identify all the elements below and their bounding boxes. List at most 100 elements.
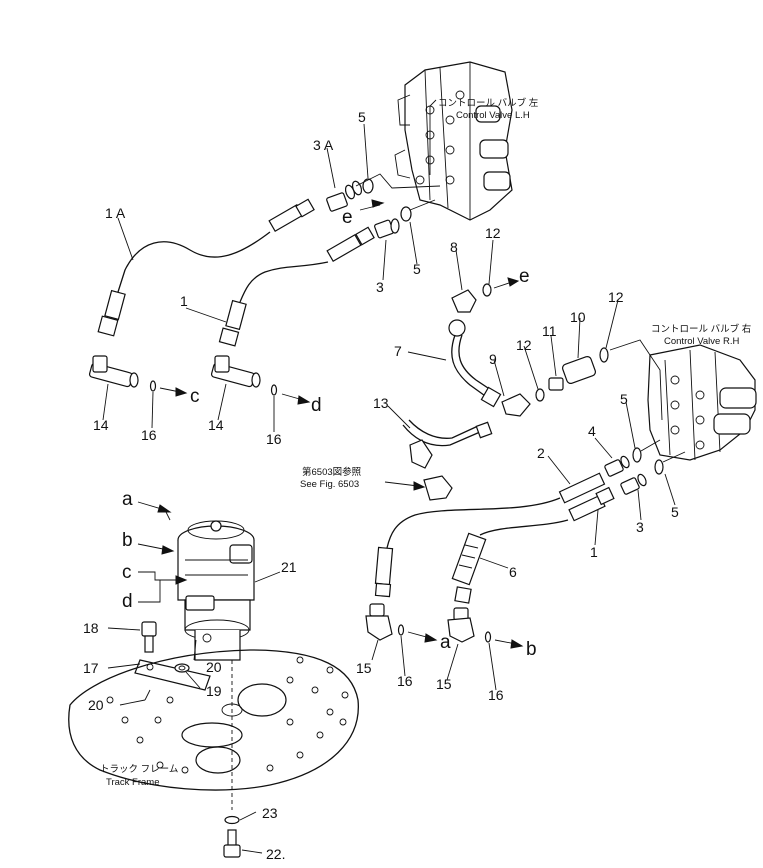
part-label-3-left: 3 bbox=[376, 279, 384, 295]
control-valve-rh bbox=[647, 344, 757, 461]
part-label-5-r1: 5 bbox=[620, 391, 628, 407]
part-label-16-2: 16 bbox=[266, 431, 282, 447]
connection-letter-labels: e e c d a b c d a b bbox=[122, 207, 537, 660]
letter-e-top: e bbox=[342, 207, 353, 228]
part-label-8: 8 bbox=[450, 239, 458, 255]
part-label-20-b: 20 bbox=[88, 697, 104, 713]
tube-7 bbox=[451, 334, 502, 408]
part-label-3a: 3 A bbox=[313, 137, 334, 153]
o-ring-5-r1 bbox=[632, 447, 642, 463]
part-label-6: 6 bbox=[509, 564, 517, 580]
part-label-12-right: 12 bbox=[608, 289, 624, 305]
o-ring-16-c bbox=[149, 380, 157, 392]
hose-6 bbox=[451, 532, 487, 604]
elbow-8 bbox=[448, 289, 477, 337]
o-ring-16-b bbox=[484, 631, 492, 643]
letter-c-in: c bbox=[122, 562, 132, 583]
part-label-7: 7 bbox=[394, 343, 402, 359]
o-ring-5-r2 bbox=[654, 459, 664, 475]
block-see-fig-6503 bbox=[423, 475, 453, 501]
connector-3-right bbox=[620, 473, 647, 495]
part-label-23: 23 bbox=[262, 805, 278, 821]
hose-1-upper bbox=[218, 226, 375, 347]
tube-13 bbox=[402, 419, 493, 469]
hose-1a bbox=[97, 198, 315, 337]
part-label-3-right: 3 bbox=[636, 519, 644, 535]
letter-d-in: d bbox=[122, 591, 133, 612]
part-label-1a: 1 A bbox=[105, 205, 126, 221]
hose-1-lower bbox=[479, 486, 615, 536]
part-label-14-left: 14 bbox=[93, 417, 109, 433]
part-number-labels: 1 A 3 A 5 3 5 8 12 1 7 9 12 11 10 12 13 … bbox=[83, 109, 679, 862]
bolt-22 bbox=[223, 829, 241, 858]
part-label-9: 9 bbox=[489, 351, 497, 367]
connector-3a bbox=[326, 180, 363, 212]
see-fig-label-jp: 第6503図参照 bbox=[302, 466, 362, 478]
part-label-18: 18 bbox=[83, 620, 99, 636]
part-label-12-top: 12 bbox=[485, 225, 501, 241]
letter-d-out: d bbox=[311, 395, 322, 416]
elbow-15-right bbox=[447, 607, 475, 643]
elbow-14-left bbox=[88, 355, 139, 388]
control-valve-rh-label-en: Control Valve R.H bbox=[664, 336, 739, 347]
o-ring-16-a bbox=[397, 624, 405, 636]
control-valve-lh bbox=[394, 61, 513, 221]
part-label-2: 2 bbox=[537, 445, 545, 461]
track-frame bbox=[68, 649, 359, 791]
control-valve-lh-label-jp: コントロール バルブ 左 bbox=[438, 97, 539, 109]
part-label-22: 22. bbox=[266, 846, 285, 862]
part-label-21: 21 bbox=[281, 559, 297, 575]
washer-23 bbox=[224, 815, 240, 825]
part-label-16-3: 16 bbox=[397, 673, 413, 689]
elbow-14-right bbox=[210, 355, 261, 388]
part-label-4: 4 bbox=[588, 423, 596, 439]
part-label-5-top: 5 bbox=[358, 109, 366, 125]
o-ring-5-mid bbox=[400, 206, 412, 222]
letter-a-out: a bbox=[440, 632, 451, 653]
fitting-9 bbox=[501, 393, 531, 417]
o-ring-12-right bbox=[599, 347, 609, 363]
track-frame-label-en: Track Frame bbox=[106, 777, 159, 788]
part-label-14-right: 14 bbox=[208, 417, 224, 433]
part-label-17: 17 bbox=[83, 660, 99, 676]
valve-10 bbox=[562, 355, 596, 385]
control-valve-rh-label-jp: コントロール バルブ 右 bbox=[651, 323, 751, 335]
leader-lines bbox=[102, 123, 676, 854]
letter-b-out: b bbox=[526, 639, 537, 660]
part-label-15-right: 15 bbox=[436, 676, 452, 692]
letter-b-in: b bbox=[122, 530, 133, 551]
part-label-10: 10 bbox=[570, 309, 586, 325]
o-ring-16-d bbox=[270, 384, 278, 396]
letter-a-in: a bbox=[122, 489, 133, 510]
part-label-11: 11 bbox=[542, 323, 557, 339]
part-label-19: 19 bbox=[206, 683, 222, 699]
part-label-20-a: 20 bbox=[206, 659, 222, 675]
o-ring-12-mid bbox=[535, 388, 545, 402]
control-valve-lh-label-en: Control Valve L.H bbox=[456, 110, 530, 121]
see-fig-label-en: See Fig. 6503 bbox=[300, 479, 359, 490]
swivel-joint-21 bbox=[177, 520, 255, 661]
part-label-13: 13 bbox=[373, 395, 389, 411]
bolt-18 bbox=[141, 621, 157, 653]
adapter-11 bbox=[548, 377, 564, 391]
track-frame-label-jp: トラック フレーム bbox=[100, 764, 178, 775]
part-label-5-r2: 5 bbox=[671, 504, 679, 520]
connector-3 bbox=[374, 218, 400, 239]
part-label-16-1: 16 bbox=[141, 427, 157, 443]
connector-4 bbox=[604, 455, 630, 477]
part-label-12-mid: 12 bbox=[516, 337, 532, 353]
hose-2 bbox=[374, 472, 606, 598]
o-ring-12-top bbox=[482, 283, 492, 297]
part-label-1-right: 1 bbox=[590, 544, 598, 560]
part-label-5-mid: 5 bbox=[413, 261, 421, 277]
part-label-1-left: 1 bbox=[180, 293, 188, 309]
washer-19 bbox=[174, 663, 190, 673]
part-label-15-left: 15 bbox=[356, 660, 372, 676]
elbow-15-left bbox=[365, 603, 393, 641]
o-ring-5-top bbox=[362, 178, 374, 194]
letter-c-out: c bbox=[190, 386, 200, 407]
letter-e-right: e bbox=[519, 266, 530, 287]
part-label-16-4: 16 bbox=[488, 687, 504, 703]
